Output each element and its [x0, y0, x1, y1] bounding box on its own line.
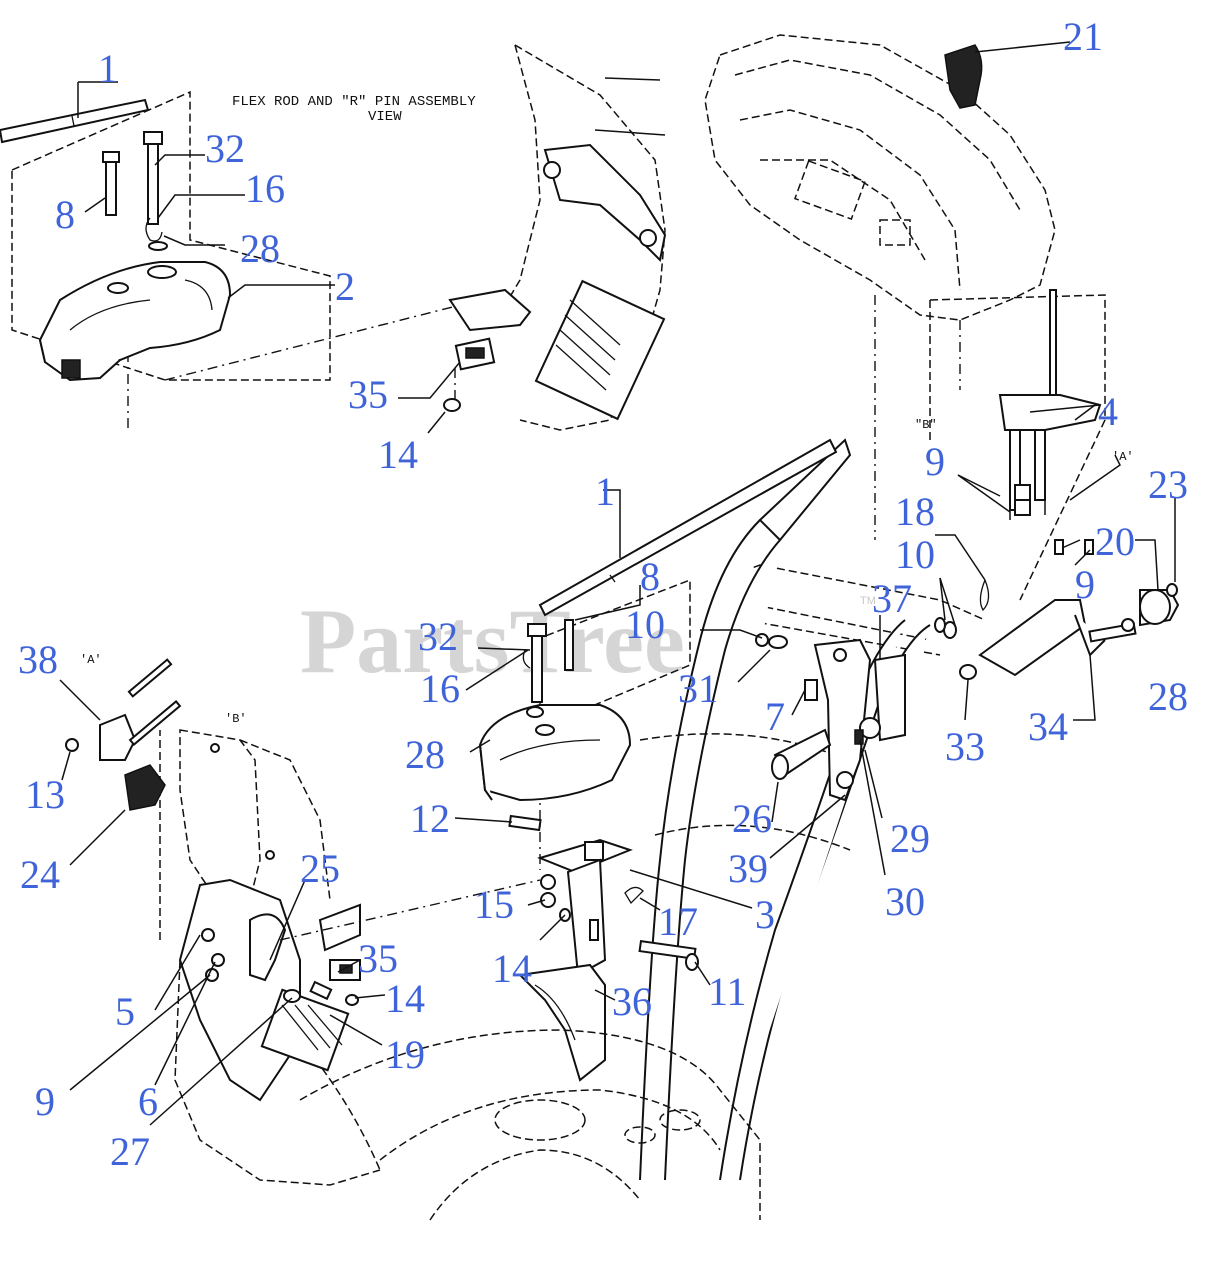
- callout-7: 7: [765, 694, 785, 739]
- callout-6: 6: [138, 1079, 158, 1124]
- callout-2: 2: [335, 264, 355, 309]
- crank-mount-3: [517, 838, 633, 1082]
- r-pin-inset: [145, 217, 168, 251]
- callout-16-mid: 16: [420, 666, 460, 711]
- callout-36: 36: [612, 979, 652, 1024]
- pin-12: [508, 814, 542, 832]
- callout-1-top: 1: [98, 46, 118, 91]
- callout-38: 38: [18, 637, 58, 682]
- callout-15: 15: [474, 882, 514, 927]
- callout-8-top: 8: [55, 192, 75, 237]
- cable-bracket-38: [65, 658, 182, 811]
- callout-23: 23: [1148, 462, 1188, 507]
- callout-leaders: [59, 81, 1176, 1126]
- callout-5: 5: [115, 989, 135, 1034]
- callout-10-right: 10: [895, 532, 935, 577]
- callout-32-top: 32: [205, 126, 245, 171]
- bracket-housing-inset: [38, 261, 232, 382]
- spacer-26: [771, 728, 832, 780]
- knob-20: [1139, 583, 1180, 627]
- callout-20: 20: [1095, 519, 1135, 564]
- rod-guide-middle: [478, 578, 691, 870]
- callout-10-mid: 10: [625, 602, 665, 647]
- callout-26: 26: [732, 796, 772, 841]
- callout-35-low: 35: [358, 936, 398, 981]
- inset-assembly-view: FLEX ROD AND "R" PIN ASSEMBLY VIEW: [0, 90, 481, 430]
- callout-14-low: 14: [385, 976, 425, 1021]
- control-handle-21: [944, 41, 1071, 109]
- shift-rod-34: [978, 599, 1137, 677]
- watermark-tm: TM: [860, 595, 876, 607]
- callout-13: 13: [25, 772, 65, 817]
- callout-9-right: 9: [1075, 562, 1095, 607]
- vent-grille-upper: [534, 279, 666, 421]
- callout-1-mid: 1: [595, 469, 615, 514]
- callout-12: 12: [410, 796, 450, 841]
- callout-11: 11: [708, 969, 747, 1014]
- callout-31: 31: [678, 666, 718, 711]
- callout-28-mid: 28: [405, 732, 445, 777]
- callout-17: 17: [658, 899, 698, 944]
- pin-11: [638, 940, 699, 971]
- washer-31: [755, 633, 788, 649]
- callout-37: 37: [872, 576, 912, 621]
- bolt-inset-32: [143, 131, 163, 225]
- callout-29: 29: [890, 816, 930, 861]
- callout-18: 18: [895, 489, 935, 534]
- inset-caption-line2: VIEW: [368, 109, 402, 125]
- bracket-assembly-37: [804, 638, 906, 802]
- flex-rod-main: [538, 438, 838, 617]
- engine-frame-bottom: [299, 1029, 761, 1221]
- callout-9-low: 9: [35, 1079, 55, 1124]
- callout-35-top: 35: [348, 372, 388, 417]
- callout-14-top: 14: [378, 432, 418, 477]
- callout-9-top: 9: [925, 439, 945, 484]
- callout-4: 4: [1098, 389, 1118, 434]
- callout-27: 27: [110, 1129, 150, 1174]
- callout-28-right: 28: [1148, 674, 1188, 719]
- callout-30: 30: [885, 879, 925, 924]
- callout-39: 39: [728, 846, 768, 891]
- flex-rod-inset: [0, 98, 150, 144]
- callout-21: 21: [1063, 14, 1103, 59]
- dashboard-console: [704, 34, 1056, 540]
- callout-16-top: 16: [245, 166, 285, 211]
- chute-deflector-left: [159, 729, 331, 940]
- callout-3: 3: [755, 892, 775, 937]
- callout-24: 24: [20, 852, 60, 897]
- callout-8-mid: 8: [640, 554, 660, 599]
- callout-19: 19: [385, 1032, 425, 1077]
- callout-28-top: 28: [240, 226, 280, 271]
- pin-17: [624, 886, 644, 905]
- cable-label-a-top: 'A': [1112, 450, 1134, 464]
- hardware-right: [934, 539, 1081, 680]
- shift-assembly-4: [929, 289, 1106, 601]
- cable-label-b-top: "B": [915, 418, 937, 432]
- inset-caption-line1: FLEX ROD AND "R" PIN ASSEMBLY: [232, 94, 476, 110]
- callout-32-mid: 32: [418, 614, 458, 659]
- vent-grille-lower: [260, 988, 350, 1072]
- chute-housing-lower: [174, 878, 541, 1186]
- callout-14-mid: 14: [492, 946, 532, 991]
- cable-label-a-left: 'A': [80, 653, 102, 667]
- bolt-inset-8: [102, 151, 120, 216]
- callout-25: 25: [300, 846, 340, 891]
- callout-33: 33: [945, 724, 985, 769]
- handle-mount-upper: [443, 44, 667, 431]
- callout-34: 34: [1028, 704, 1068, 749]
- cable-label-b-left: 'B': [225, 712, 247, 726]
